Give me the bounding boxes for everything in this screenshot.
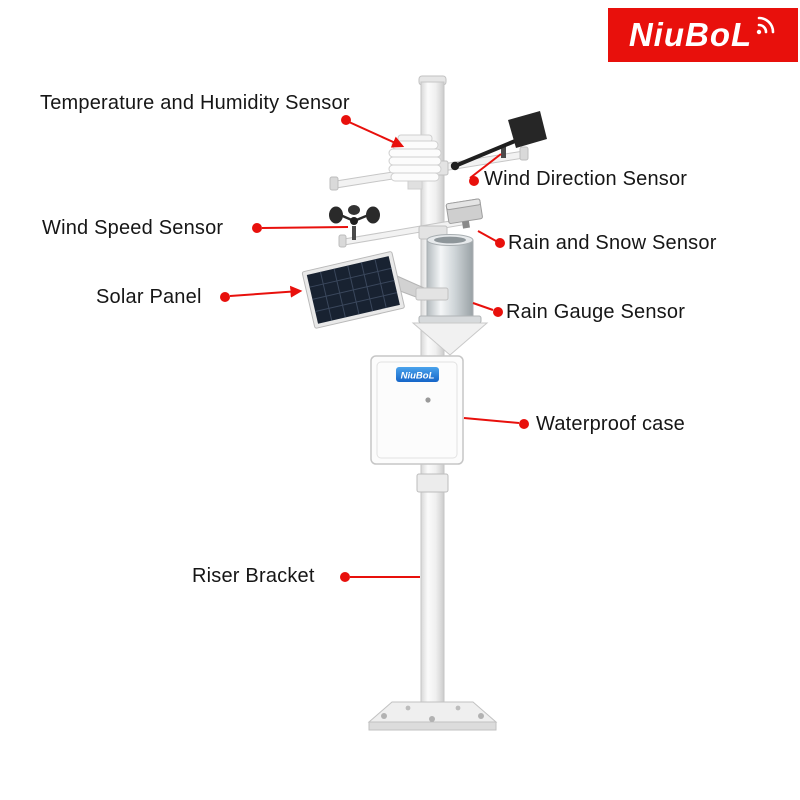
label-rain-gauge-sensor: Rain Gauge Sensor (506, 301, 686, 323)
solar-panel (301, 251, 449, 329)
leader-solar-panel (220, 285, 303, 302)
wind-speed-sensor (329, 205, 380, 240)
label-temperature-humidity-sensor: Temperature and Humidity Sensor (40, 92, 350, 114)
label-wind-direction-sensor: Wind Direction Sensor (484, 168, 688, 190)
leader-rain-snow (477, 230, 505, 248)
leader-waterproof-case (463, 417, 529, 429)
leader-wind-direction (469, 153, 502, 186)
leader-wind-speed (252, 223, 349, 233)
pole-coupling (416, 473, 449, 493)
brand-logo-text: NiuBoL (628, 16, 753, 53)
base-flange (367, 701, 498, 731)
label-wind-speed-sensor: Wind Speed Sensor (42, 217, 224, 239)
case-badge (396, 367, 439, 382)
leader-riser-bracket (340, 572, 420, 582)
leader-rain-gauge (472, 302, 503, 317)
rain-snow-sensor (445, 198, 483, 229)
brand-logo: NiuBoL (608, 8, 798, 62)
waterproof-case: NiuBoL (370, 355, 464, 465)
case-lock-dot (425, 397, 431, 403)
case-badge-text: NiuBoL (401, 371, 435, 382)
rain-gauge-sensor (411, 234, 489, 356)
wind-direction-sensor (450, 111, 547, 171)
temperature-humidity-sensor (388, 134, 442, 190)
signal-icon (756, 16, 775, 35)
callout-leaders (220, 115, 529, 582)
label-waterproof-case: Waterproof case (536, 413, 685, 435)
label-rain-snow-sensor: Rain and Snow Sensor (508, 232, 717, 254)
leader-temperature (341, 115, 405, 148)
label-riser-bracket: Riser Bracket (192, 565, 315, 587)
label-solar-panel: Solar Panel (96, 286, 202, 308)
